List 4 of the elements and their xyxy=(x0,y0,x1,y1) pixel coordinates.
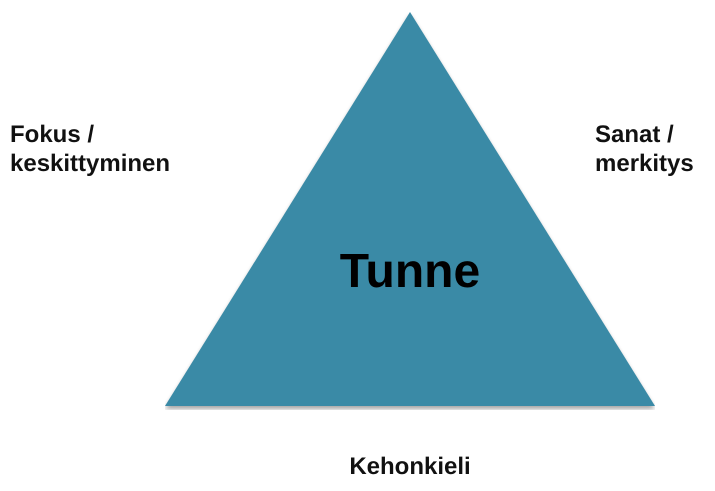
side-label: Sanat / merkitys xyxy=(595,120,695,178)
node-label: Tunne xyxy=(338,244,482,299)
side-label: Kehonkieli xyxy=(348,452,472,481)
side-label: Fokus / keskittyminen xyxy=(10,120,172,178)
